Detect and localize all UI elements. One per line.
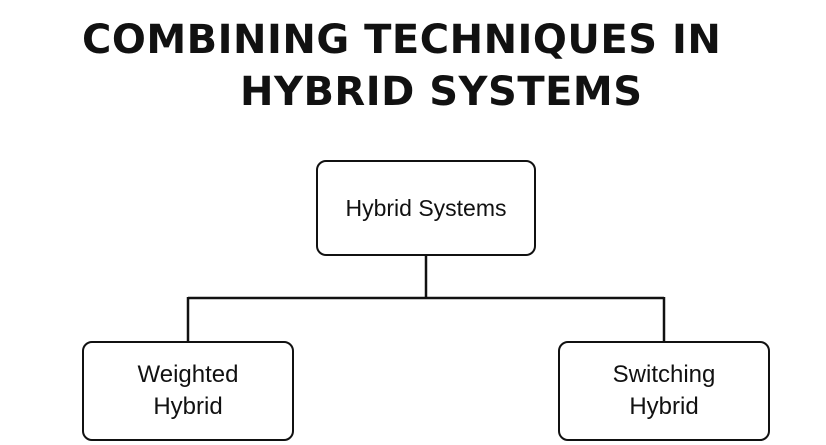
node-switching-hybrid: Switching Hybrid [558, 341, 770, 441]
node-hybrid-systems: Hybrid Systems [316, 160, 536, 256]
node-weighted-hybrid-label: Weighted Hybrid [137, 361, 239, 420]
node-switching-hybrid-label: Switching Hybrid [612, 361, 716, 420]
title-line-2: HYBRID SYSTEMS [240, 69, 643, 115]
node-weighted-hybrid: Weighted Hybrid [82, 341, 294, 441]
node-hybrid-systems-label: Hybrid Systems [345, 194, 507, 221]
title-line-1: COMBINING TECHNIQUES IN [82, 17, 722, 63]
